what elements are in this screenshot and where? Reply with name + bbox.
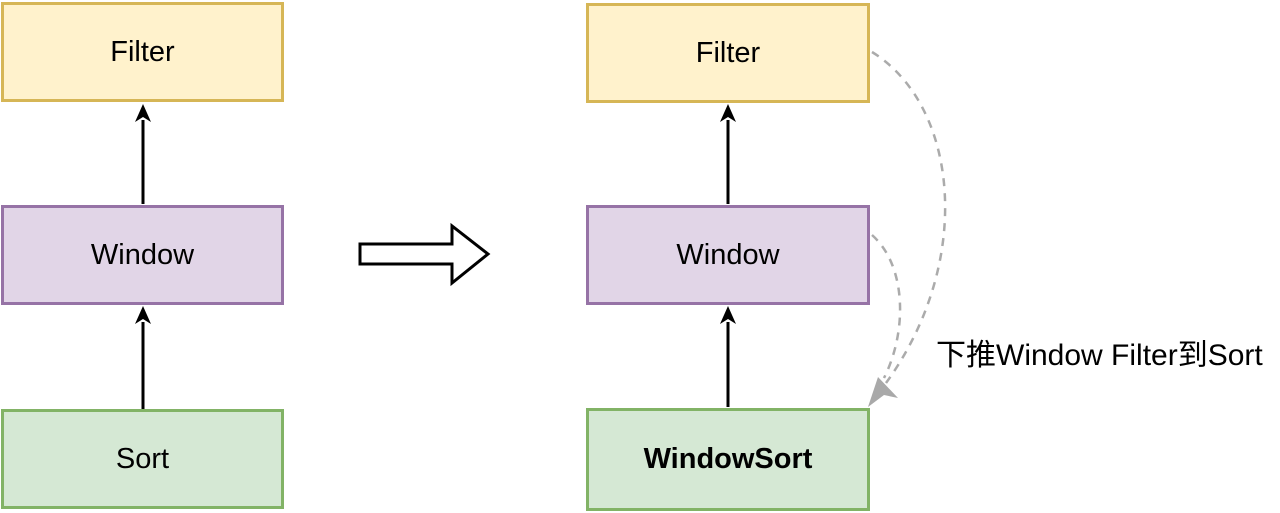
node-left-sort-label: Sort bbox=[115, 442, 170, 475]
node-right-windowsort-label: WindowSort bbox=[643, 443, 813, 475]
node-right-filter: Filter bbox=[586, 3, 870, 103]
node-right-window-label: Window bbox=[676, 238, 780, 271]
node-left-filter: Filter bbox=[1, 2, 284, 102]
arrow-left-sort-to-window bbox=[135, 306, 151, 409]
node-left-window: Window bbox=[1, 205, 284, 305]
node-right-windowsort: WindowSort bbox=[586, 408, 870, 511]
node-left-window-label: Window bbox=[90, 238, 195, 271]
pushdown-annotation: 下推Window Filter到Sort bbox=[936, 339, 1263, 372]
node-right-filter-label: Filter bbox=[695, 36, 761, 69]
node-left-sort: Sort bbox=[1, 409, 284, 509]
dashed-arrowhead bbox=[868, 377, 898, 407]
dashed-curve-window-to-windowsort bbox=[871, 234, 902, 379]
dashed-curve-filter-to-windowsort bbox=[871, 50, 947, 384]
transform-arrow bbox=[358, 222, 491, 287]
node-left-filter-label: Filter bbox=[110, 35, 175, 68]
node-right-window: Window bbox=[586, 205, 870, 305]
arrow-left-window-to-filter bbox=[135, 104, 151, 204]
arrow-right-windowsort-to-window bbox=[720, 306, 736, 407]
arrow-right-window-to-filter bbox=[720, 104, 736, 204]
